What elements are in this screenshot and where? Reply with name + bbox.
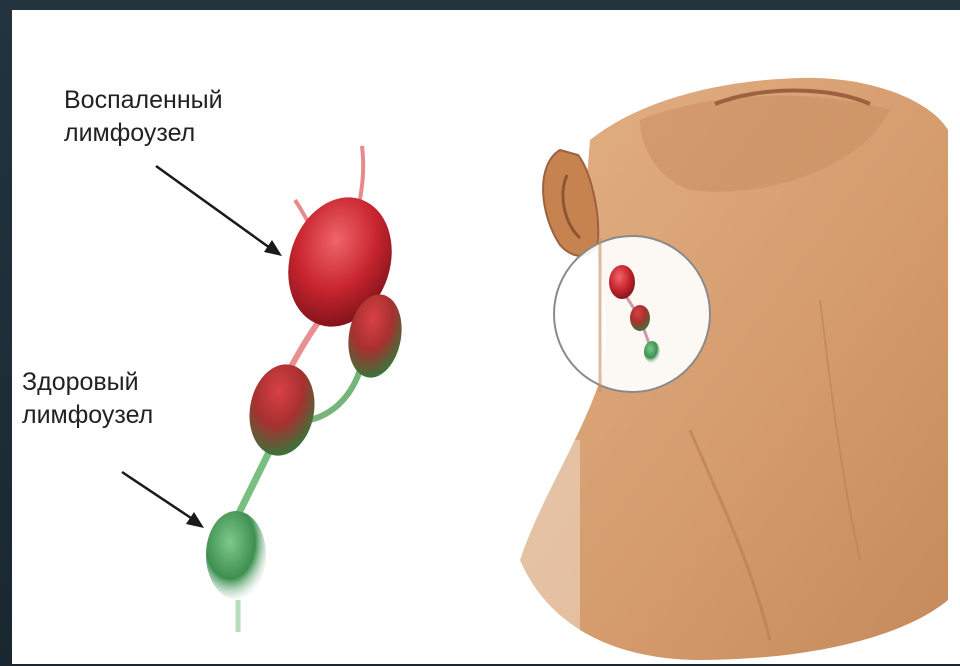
arrow-healthy xyxy=(122,472,204,528)
healthy-node-label: Здоровый лимфоузел xyxy=(22,366,153,432)
inflamed-label-line1: Воспаленный xyxy=(64,84,223,117)
healthy-label-line2: лимфоузел xyxy=(22,399,153,432)
healthy-node xyxy=(206,511,266,599)
inflamed-label-line2: лимфоузел xyxy=(64,117,223,150)
node-mixed-lower xyxy=(242,359,321,461)
lymph-node-chain xyxy=(206,146,408,632)
healthy-label-line1: Здоровый xyxy=(22,366,153,399)
inflamed-node-label: Воспаленный лимфоузел xyxy=(64,84,223,150)
arrow-inflamed xyxy=(156,166,282,256)
neck-illustration xyxy=(500,78,948,660)
magnifier-circle xyxy=(554,236,710,392)
